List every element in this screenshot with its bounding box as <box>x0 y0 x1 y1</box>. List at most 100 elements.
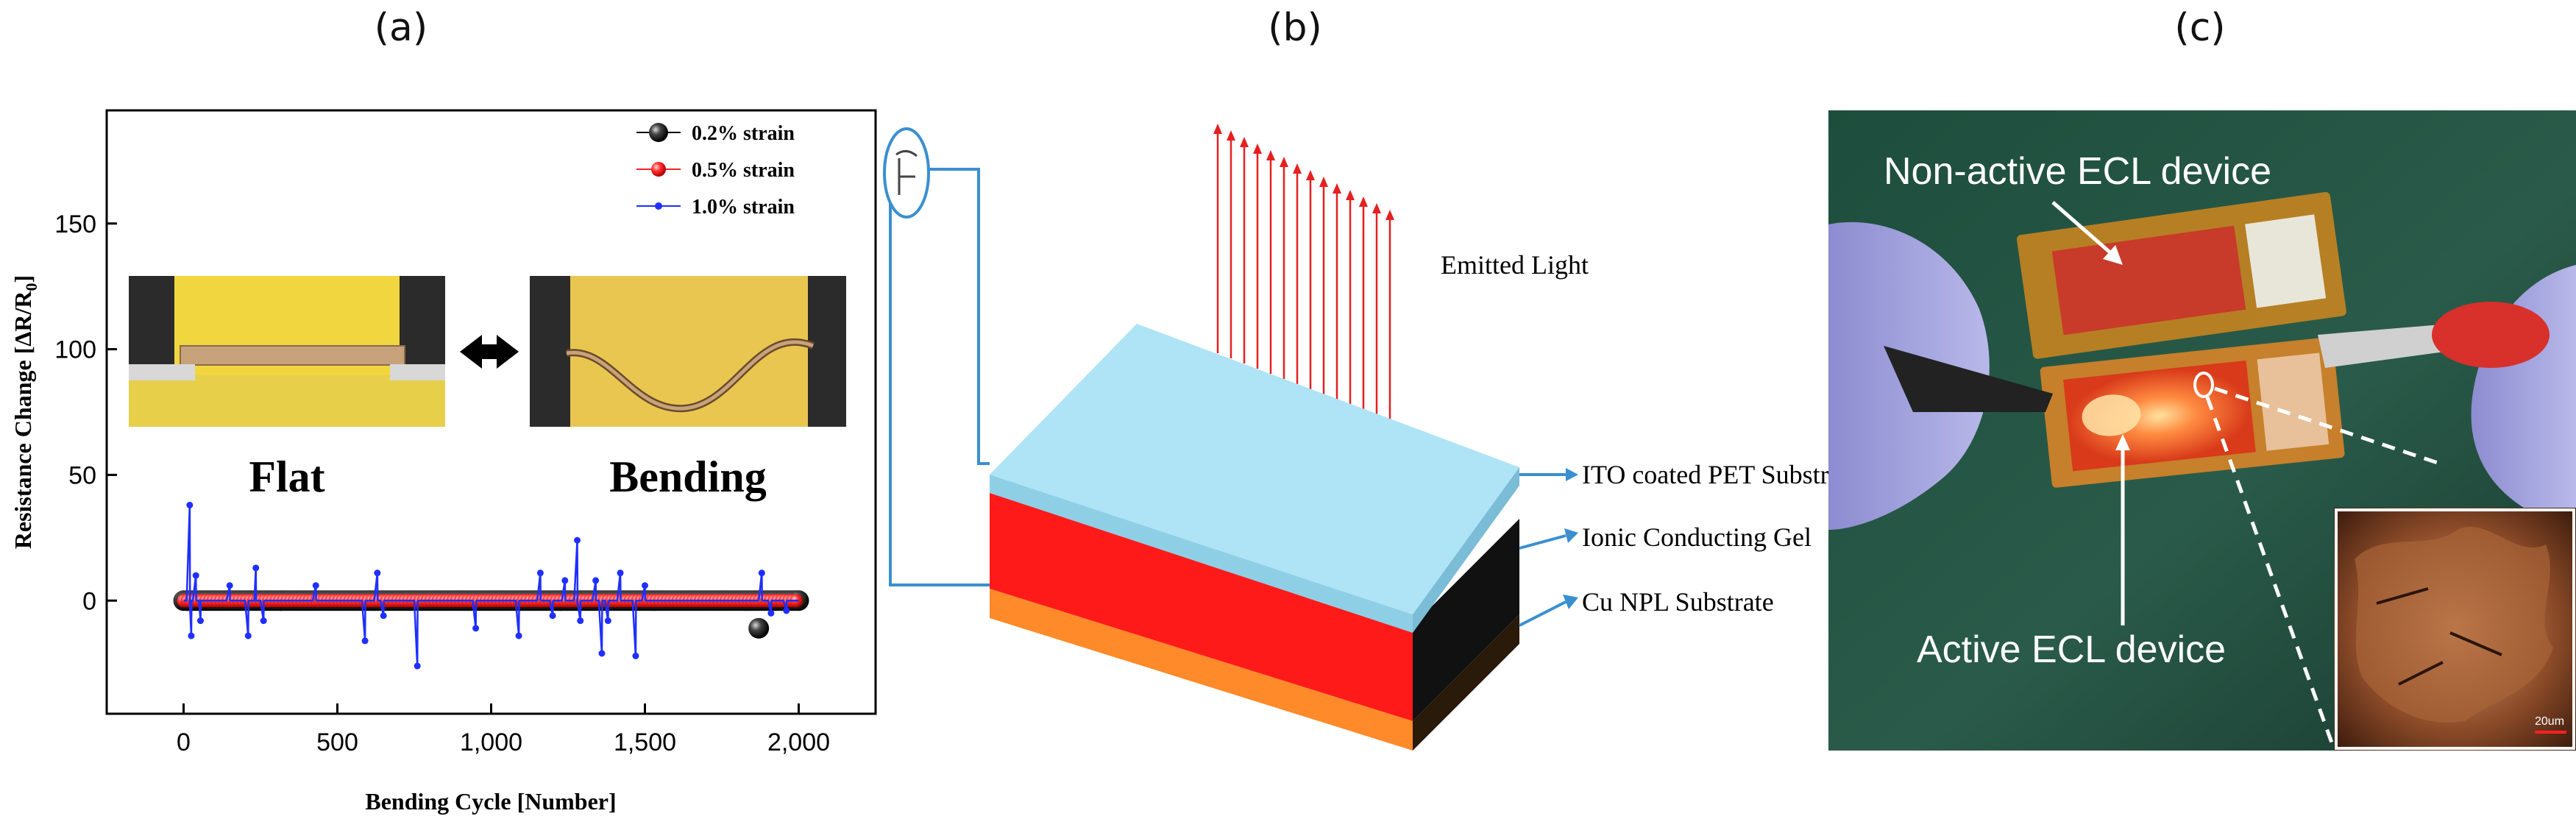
emitted-light-label: Emitted Light <box>1441 250 1589 280</box>
callout-ito: ITO coated PET Substrate <box>1519 460 1860 489</box>
light-arrow-head <box>1266 150 1275 160</box>
light-arrow-head <box>1346 190 1355 200</box>
x-tick-label: 2,000 <box>767 728 830 756</box>
legend-marker-0 <box>649 123 668 142</box>
spike-1.0-strain <box>260 617 267 625</box>
zoom-marker <box>2193 372 2214 398</box>
spike-1.0-strain <box>244 632 252 639</box>
spike-1.0-strain <box>380 612 387 620</box>
spike-1.0-strain <box>196 617 204 625</box>
spike-1.0-strain <box>598 650 606 657</box>
nonactive-pointer-head <box>2103 245 2123 265</box>
legend-label-0: 0.2% strain <box>692 122 795 145</box>
nonactive-device <box>2016 191 2346 359</box>
spike-1.0-strain <box>312 582 319 589</box>
light-arrow-head <box>1319 177 1328 187</box>
spike-1.0-strain <box>592 577 600 584</box>
right-clip <box>2318 324 2461 368</box>
wire-top <box>929 168 990 465</box>
gel-layer-side <box>1413 519 1519 721</box>
light-arrow-head <box>1359 196 1368 207</box>
plot-marks <box>173 501 809 670</box>
spike-1.0-strain <box>414 662 421 670</box>
legend-label-1: 0.5% strain <box>692 159 795 182</box>
wire-bottom <box>884 168 990 586</box>
flat-inset-photo <box>129 276 445 427</box>
panel-label-c: (c) <box>2174 6 2226 50</box>
spike-1.0-strain <box>472 625 480 632</box>
ito-layer-front <box>990 475 1413 633</box>
scale-bar-label: 20um <box>2535 715 2564 728</box>
light-arrow-head <box>1253 143 1262 154</box>
y-tick-label: 50 <box>68 461 96 489</box>
spike-1.0-strain <box>767 609 775 617</box>
spike-1.0-strain <box>252 564 260 572</box>
emitted-light-arrows <box>1213 124 1394 420</box>
y-axis-label: Resistance Change [ΔR/R0] <box>10 275 40 549</box>
nonactive-pointer <box>2051 201 2113 255</box>
spike-1.0-strain <box>515 632 522 639</box>
ito-layer-side <box>1413 467 1519 633</box>
active-device-label: Active ECL device <box>1917 628 2226 671</box>
spike-1.0-strain <box>361 637 369 645</box>
spike-1.0-strain <box>604 617 611 625</box>
flat-label: Flat <box>249 453 324 501</box>
active-device <box>2040 337 2345 488</box>
light-arrow-head <box>1240 137 1249 147</box>
legend-marker-1 <box>651 162 666 177</box>
x-tick-label: 500 <box>316 728 358 756</box>
panel-label-b: (b) <box>1268 6 1322 50</box>
series-1.0-strain <box>183 501 799 670</box>
nonactive-device-label: Non-active ECL device <box>1884 150 2271 193</box>
x-tick-label: 1,000 <box>460 728 522 756</box>
legend-label-2: 1.0% strain <box>692 196 795 219</box>
spike-1.0-strain <box>642 582 648 589</box>
light-arrow-head <box>1293 163 1302 174</box>
bending-inset-photo <box>530 276 846 427</box>
spike-1.0-strain <box>783 607 790 614</box>
line-1.0-strain <box>183 505 799 667</box>
spike-1.0-strain <box>617 570 624 577</box>
cu-layer-front <box>990 589 1413 751</box>
spike-1.0-strain <box>561 577 569 584</box>
callout-gel: Ionic Conducting Gel <box>1519 522 1812 552</box>
light-arrow-head <box>1227 130 1235 141</box>
legend-marker-2 <box>655 202 662 210</box>
x-tick-label: 0 <box>177 728 191 756</box>
light-arrow-head <box>1372 203 1381 213</box>
ito-layer-label: ITO coated PET Substrate <box>1582 460 1860 489</box>
callout-cu: Cu NPL Substrate <box>1519 587 1774 627</box>
cu-layer-side <box>1413 614 1519 751</box>
chart-legend: 0.2% strain 0.5% strain 1.0% strain <box>636 122 795 219</box>
y-tick-label: 150 <box>54 210 96 238</box>
left-clip <box>1884 346 2053 412</box>
bending-label: Bending <box>609 453 766 501</box>
light-arrow-head <box>1213 124 1222 134</box>
red-connector <box>2432 302 2550 368</box>
device-photo: Non-active ECL device Active ECL device … <box>1828 110 2576 751</box>
panel-label-a: (a) <box>374 6 428 50</box>
light-arrow-head <box>1306 170 1315 180</box>
ito-layer-top <box>990 324 1519 614</box>
micrograph-inset: 20um <box>2334 508 2576 751</box>
spike-1.0-strain <box>192 572 199 579</box>
zoom-line-top <box>2214 386 2445 467</box>
y-tick-label: 100 <box>54 336 96 364</box>
light-arrow-head <box>1280 157 1288 167</box>
spike-1.0-strain <box>374 570 381 577</box>
spike-1.0-strain <box>632 652 639 659</box>
light-arrow-head <box>1333 183 1341 194</box>
spike-1.0-strain <box>549 612 556 620</box>
active-pointer-head <box>2115 434 2130 450</box>
spike-1.0-strain <box>536 570 544 577</box>
voltage-source-icon <box>883 127 930 219</box>
gel-layer-front <box>990 493 1413 721</box>
double-arrow-icon <box>460 335 519 369</box>
spike-1.0-strain <box>186 501 194 508</box>
spike-1.0-strain <box>574 536 581 544</box>
x-axis-label: Bending Cycle [Number] <box>365 788 616 815</box>
spike-1.0-strain <box>758 570 765 577</box>
